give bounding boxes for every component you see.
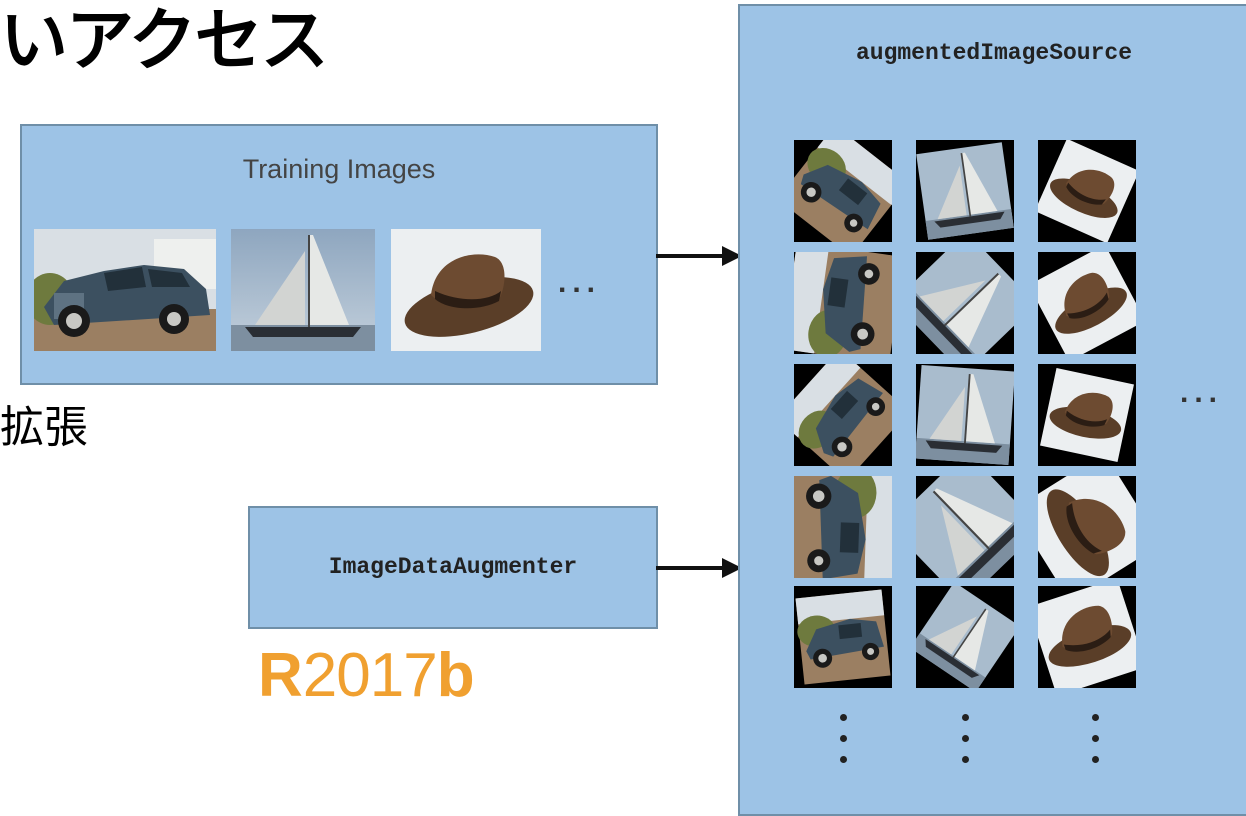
- augmented-hat-tile: [1038, 476, 1136, 578]
- release-prefix: R: [258, 641, 303, 710]
- augmenter-to-source-arrow: [656, 558, 742, 578]
- augmented-car-tile: [794, 252, 892, 354]
- training-images-box: Training Images: [20, 124, 658, 385]
- augmented-sailboat-tile: [916, 140, 1014, 242]
- page-title: いアクセス: [0, 2, 329, 81]
- release-suffix: b: [436, 641, 475, 710]
- augmented-sailboat-tile: [916, 476, 1014, 578]
- augmented-image-source-label: augmentedImageSource: [855, 40, 1133, 66]
- augmented-hat-tile: [1038, 364, 1136, 466]
- augmented-car-tile: [794, 364, 892, 466]
- vertical-ellipsis-icon: [960, 714, 970, 777]
- augmented-sailboat-tile: [916, 364, 1014, 466]
- release-badge: R2017b: [258, 640, 475, 712]
- release-year: 2017: [302, 641, 438, 710]
- training-to-source-arrow: [656, 246, 742, 266]
- training-images-title: Training Images: [242, 154, 436, 184]
- vertical-ellipsis-icon: [838, 714, 848, 777]
- more-augmented-columns-ellipsis: ...: [1180, 376, 1224, 409]
- augmented-image-source-box: augmentedImageSource ...: [738, 4, 1246, 816]
- augmented-hat-tile: [1038, 252, 1136, 354]
- augmented-hat-tile: [1038, 140, 1136, 242]
- augmented-car-tile: [794, 140, 892, 242]
- vertical-ellipsis-icon: [1090, 714, 1100, 777]
- augmented-car-tile: [794, 586, 892, 688]
- augmented-sailboat-tile: [916, 252, 1014, 354]
- augmented-sailboat-tile: [916, 586, 1014, 688]
- car-image: [34, 229, 216, 351]
- sailboat-image: [231, 229, 375, 351]
- image-data-augmenter-box: ImageDataAugmenter: [248, 506, 658, 629]
- augmentation-label: 拡張: [0, 402, 88, 453]
- image-data-augmenter-label: ImageDataAugmenter: [328, 554, 578, 580]
- augmented-hat-tile: [1038, 586, 1136, 688]
- augmented-car-tile: [794, 476, 892, 578]
- hat-image: [391, 229, 541, 351]
- more-training-images-ellipsis: ...: [558, 266, 602, 299]
